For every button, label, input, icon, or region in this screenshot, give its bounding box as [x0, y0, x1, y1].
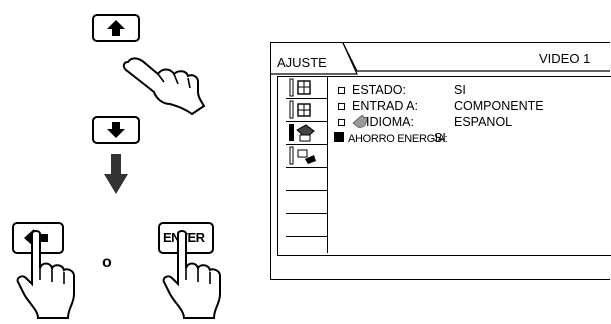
tab-image-adjust[interactable] [286, 99, 327, 122]
tab-settings[interactable] [286, 122, 327, 145]
hollow-square-marker [338, 119, 345, 126]
setting-label: AHORRO ENERGIA: [348, 133, 448, 145]
tab-installation[interactable] [286, 145, 327, 168]
down-arrow-icon [107, 122, 125, 138]
tab-empty [286, 214, 327, 237]
setting-value: SI [434, 131, 446, 145]
setting-label: ESTADO: [352, 83, 406, 97]
tab-empty [286, 191, 327, 214]
up-arrow-key[interactable] [92, 14, 140, 42]
picture-icon [289, 78, 311, 97]
pressing-hand-icon [16, 230, 75, 319]
hollow-square-marker [338, 87, 345, 94]
setting-label: ENTRAD A: [352, 99, 418, 113]
setting-value: SI [454, 83, 466, 97]
list-item[interactable]: IDIOMA: ESPANOL [334, 115, 604, 131]
tab-picture[interactable] [286, 77, 327, 99]
sequence-arrow-icon [104, 154, 128, 194]
up-arrow-icon [107, 20, 125, 36]
input-source-label: VIDEO 1 [539, 51, 591, 66]
installation-icon [289, 146, 316, 165]
pressing-hand-icon [122, 57, 206, 116]
setting-label: IDIOMA: [366, 115, 414, 129]
tab-empty [286, 168, 327, 191]
pressing-hand-icon [162, 230, 221, 319]
connector-word: o [102, 254, 112, 271]
onscreen-menu: AJUSTE VIDEO 1 [270, 42, 611, 280]
image-adjust-icon [289, 100, 311, 119]
setting-value: COMPONENTE [454, 99, 544, 113]
hollow-square-marker [338, 103, 345, 110]
settings-icon [289, 124, 315, 142]
setting-value: ESPANOL [454, 115, 513, 129]
down-arrow-key[interactable] [92, 116, 140, 144]
menu-title: AJUSTE [277, 55, 327, 70]
menu-header-divider [342, 43, 610, 72]
filled-square-marker [334, 132, 344, 142]
menu-body: ESTADO: SI ENTRAD A: COMPONENTE IDIOMA: … [277, 76, 611, 256]
list-item[interactable]: ESTADO: SI [334, 83, 604, 99]
list-item[interactable]: AHORRO ENERGIA: SI [334, 131, 604, 147]
list-item[interactable]: ENTRAD A: COMPONENTE [334, 99, 604, 115]
cursor-hand-icon [352, 115, 368, 128]
menu-tab-column [278, 77, 328, 253]
